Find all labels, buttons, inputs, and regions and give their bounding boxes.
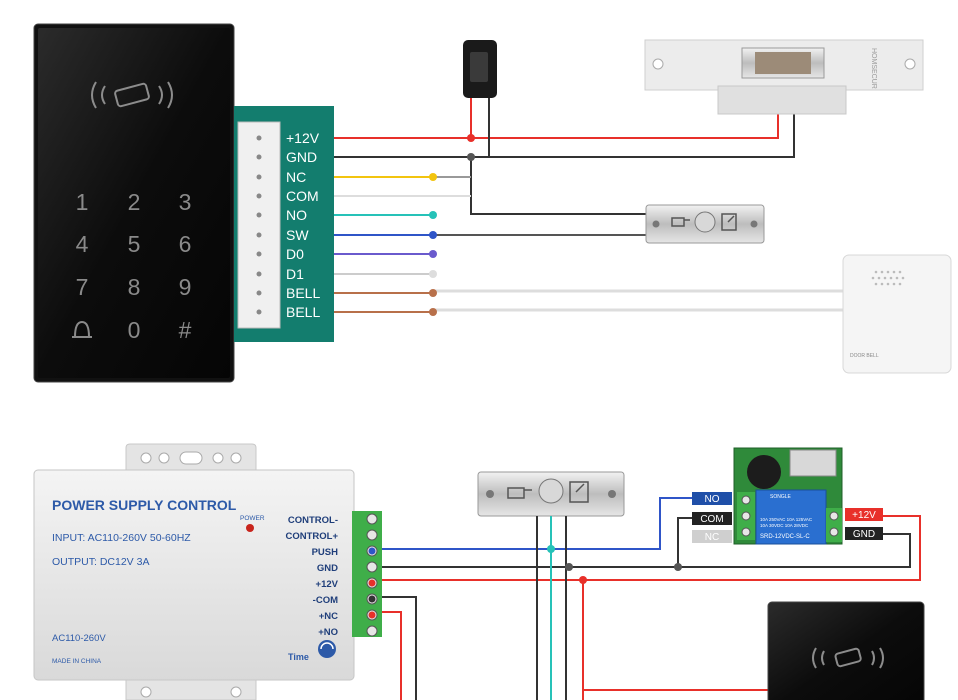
- keypad-keys: 1 2 3 4 5 6 7 8 9 0 #: [76, 189, 192, 343]
- key-6[interactable]: 6: [179, 231, 192, 257]
- keypad-device: 1 2 3 4 5 6 7 8 9 0 #: [33, 23, 235, 383]
- door-exit-icon: [721, 213, 737, 231]
- hand-icon-bottom: [507, 487, 532, 499]
- electric-strike-lock: HOMSECUR: [644, 39, 924, 115]
- terminal-label-nc: NC: [286, 169, 306, 185]
- power-supply-unit: POWER SUPPLY CONTROL INPUT: AC110-260V 5…: [33, 443, 382, 700]
- time-knob-icon[interactable]: [318, 640, 336, 658]
- psu-title: POWER SUPPLY CONTROL: [52, 497, 237, 513]
- relay-tag-12v: +12V: [845, 508, 883, 521]
- key-7[interactable]: 7: [76, 274, 89, 300]
- svg-text:NC: NC: [705, 532, 719, 543]
- terminal-label-bell-1: BELL: [286, 285, 320, 301]
- relay-tag-com: COM: [692, 512, 732, 525]
- relay-tag-no: NO: [692, 492, 732, 505]
- relay-module: SONGLE 10A 250VAC 10A 125VAC 10A 30VDC 1…: [733, 447, 843, 545]
- key-hash[interactable]: #: [179, 317, 192, 343]
- relay-tag-gnd: GND: [845, 527, 883, 540]
- doorbell-chime: DOOR BELL: [842, 254, 952, 374]
- psu-made-in: MADE IN CHINA: [52, 658, 102, 665]
- psu-term-no: +NO: [318, 627, 338, 638]
- psu-term-nc: +NC: [319, 611, 338, 622]
- psu-time-label: Time: [288, 652, 309, 662]
- relay-tag-nc: NC: [692, 530, 732, 543]
- svg-text:NO: NO: [705, 494, 720, 505]
- psu-ac-label: AC110-260V: [52, 633, 106, 644]
- key-0[interactable]: 0: [128, 317, 141, 343]
- key-2[interactable]: 2: [128, 189, 141, 215]
- terminal-label-sw: SW: [286, 227, 309, 243]
- key-1[interactable]: 1: [76, 189, 89, 215]
- terminal-label-d1: D1: [286, 266, 304, 282]
- relay-spec-1: 10A 250VAC 10A 125VAC: [760, 517, 813, 522]
- psu-input-spec: INPUT: AC110-260V 50-60HZ: [52, 532, 191, 544]
- terminal-block: +12V GND NC COM NO SW D0 D1 BELL BELL: [234, 106, 334, 342]
- top-wires: [334, 98, 844, 313]
- doorbell-label: DOOR BELL: [850, 353, 879, 359]
- exit-button-top[interactable]: [645, 204, 765, 244]
- terminal-label-bell-2: BELL: [286, 304, 320, 320]
- key-3[interactable]: 3: [179, 189, 192, 215]
- terminal-label-gnd: GND: [286, 149, 317, 165]
- svg-text:+12V: +12V: [852, 510, 876, 521]
- bell-key-icon[interactable]: [72, 320, 92, 338]
- psu-term-push: PUSH: [312, 547, 339, 558]
- psu-power-led: [246, 524, 254, 532]
- psu-output-spec: OUTPUT: DC12V 3A: [52, 556, 149, 568]
- relay-spec-2: 10A 30VDC 10A 28VDC: [760, 523, 809, 528]
- terminal-label-d0: D0: [286, 246, 304, 262]
- lock-brand-label: HOMSECUR: [870, 48, 877, 89]
- exit-button-bottom[interactable]: [477, 471, 625, 517]
- hand-icon: [671, 217, 690, 227]
- relay-model: SRD-12VDC-SL-C: [760, 534, 810, 540]
- terminal-label-com: COM: [286, 188, 319, 204]
- top-wire-dots: [429, 134, 475, 316]
- psu-term-control-plus: CONTROL+: [285, 531, 338, 542]
- key-5[interactable]: 5: [128, 231, 141, 257]
- psu-term-12v: +12V: [316, 579, 339, 590]
- psu-power-label: POWER: [240, 515, 265, 522]
- rfid-icon-bottom: [812, 647, 884, 669]
- relay-brand: SONGLE: [770, 494, 792, 500]
- psu-term-com: -COM: [313, 595, 338, 606]
- terminal-label-no: NO: [286, 207, 307, 223]
- psu-term-gnd: GND: [317, 563, 338, 574]
- door-exit-icon-bottom: [569, 481, 589, 503]
- key-4[interactable]: 4: [76, 231, 89, 257]
- key-9[interactable]: 9: [179, 274, 192, 300]
- diode-module: [463, 40, 497, 98]
- terminal-pins: [256, 135, 262, 315]
- svg-text:COM: COM: [700, 514, 723, 525]
- psu-term-control-minus: CONTROL-: [288, 515, 338, 526]
- card-reader-bottom: [767, 601, 925, 700]
- rfid-icon: [91, 81, 173, 109]
- bottom-wires: [382, 497, 921, 700]
- terminal-label-12v: +12V: [286, 130, 320, 146]
- svg-text:GND: GND: [853, 529, 875, 540]
- key-8[interactable]: 8: [128, 274, 141, 300]
- bottom-wire-dots: [368, 545, 682, 619]
